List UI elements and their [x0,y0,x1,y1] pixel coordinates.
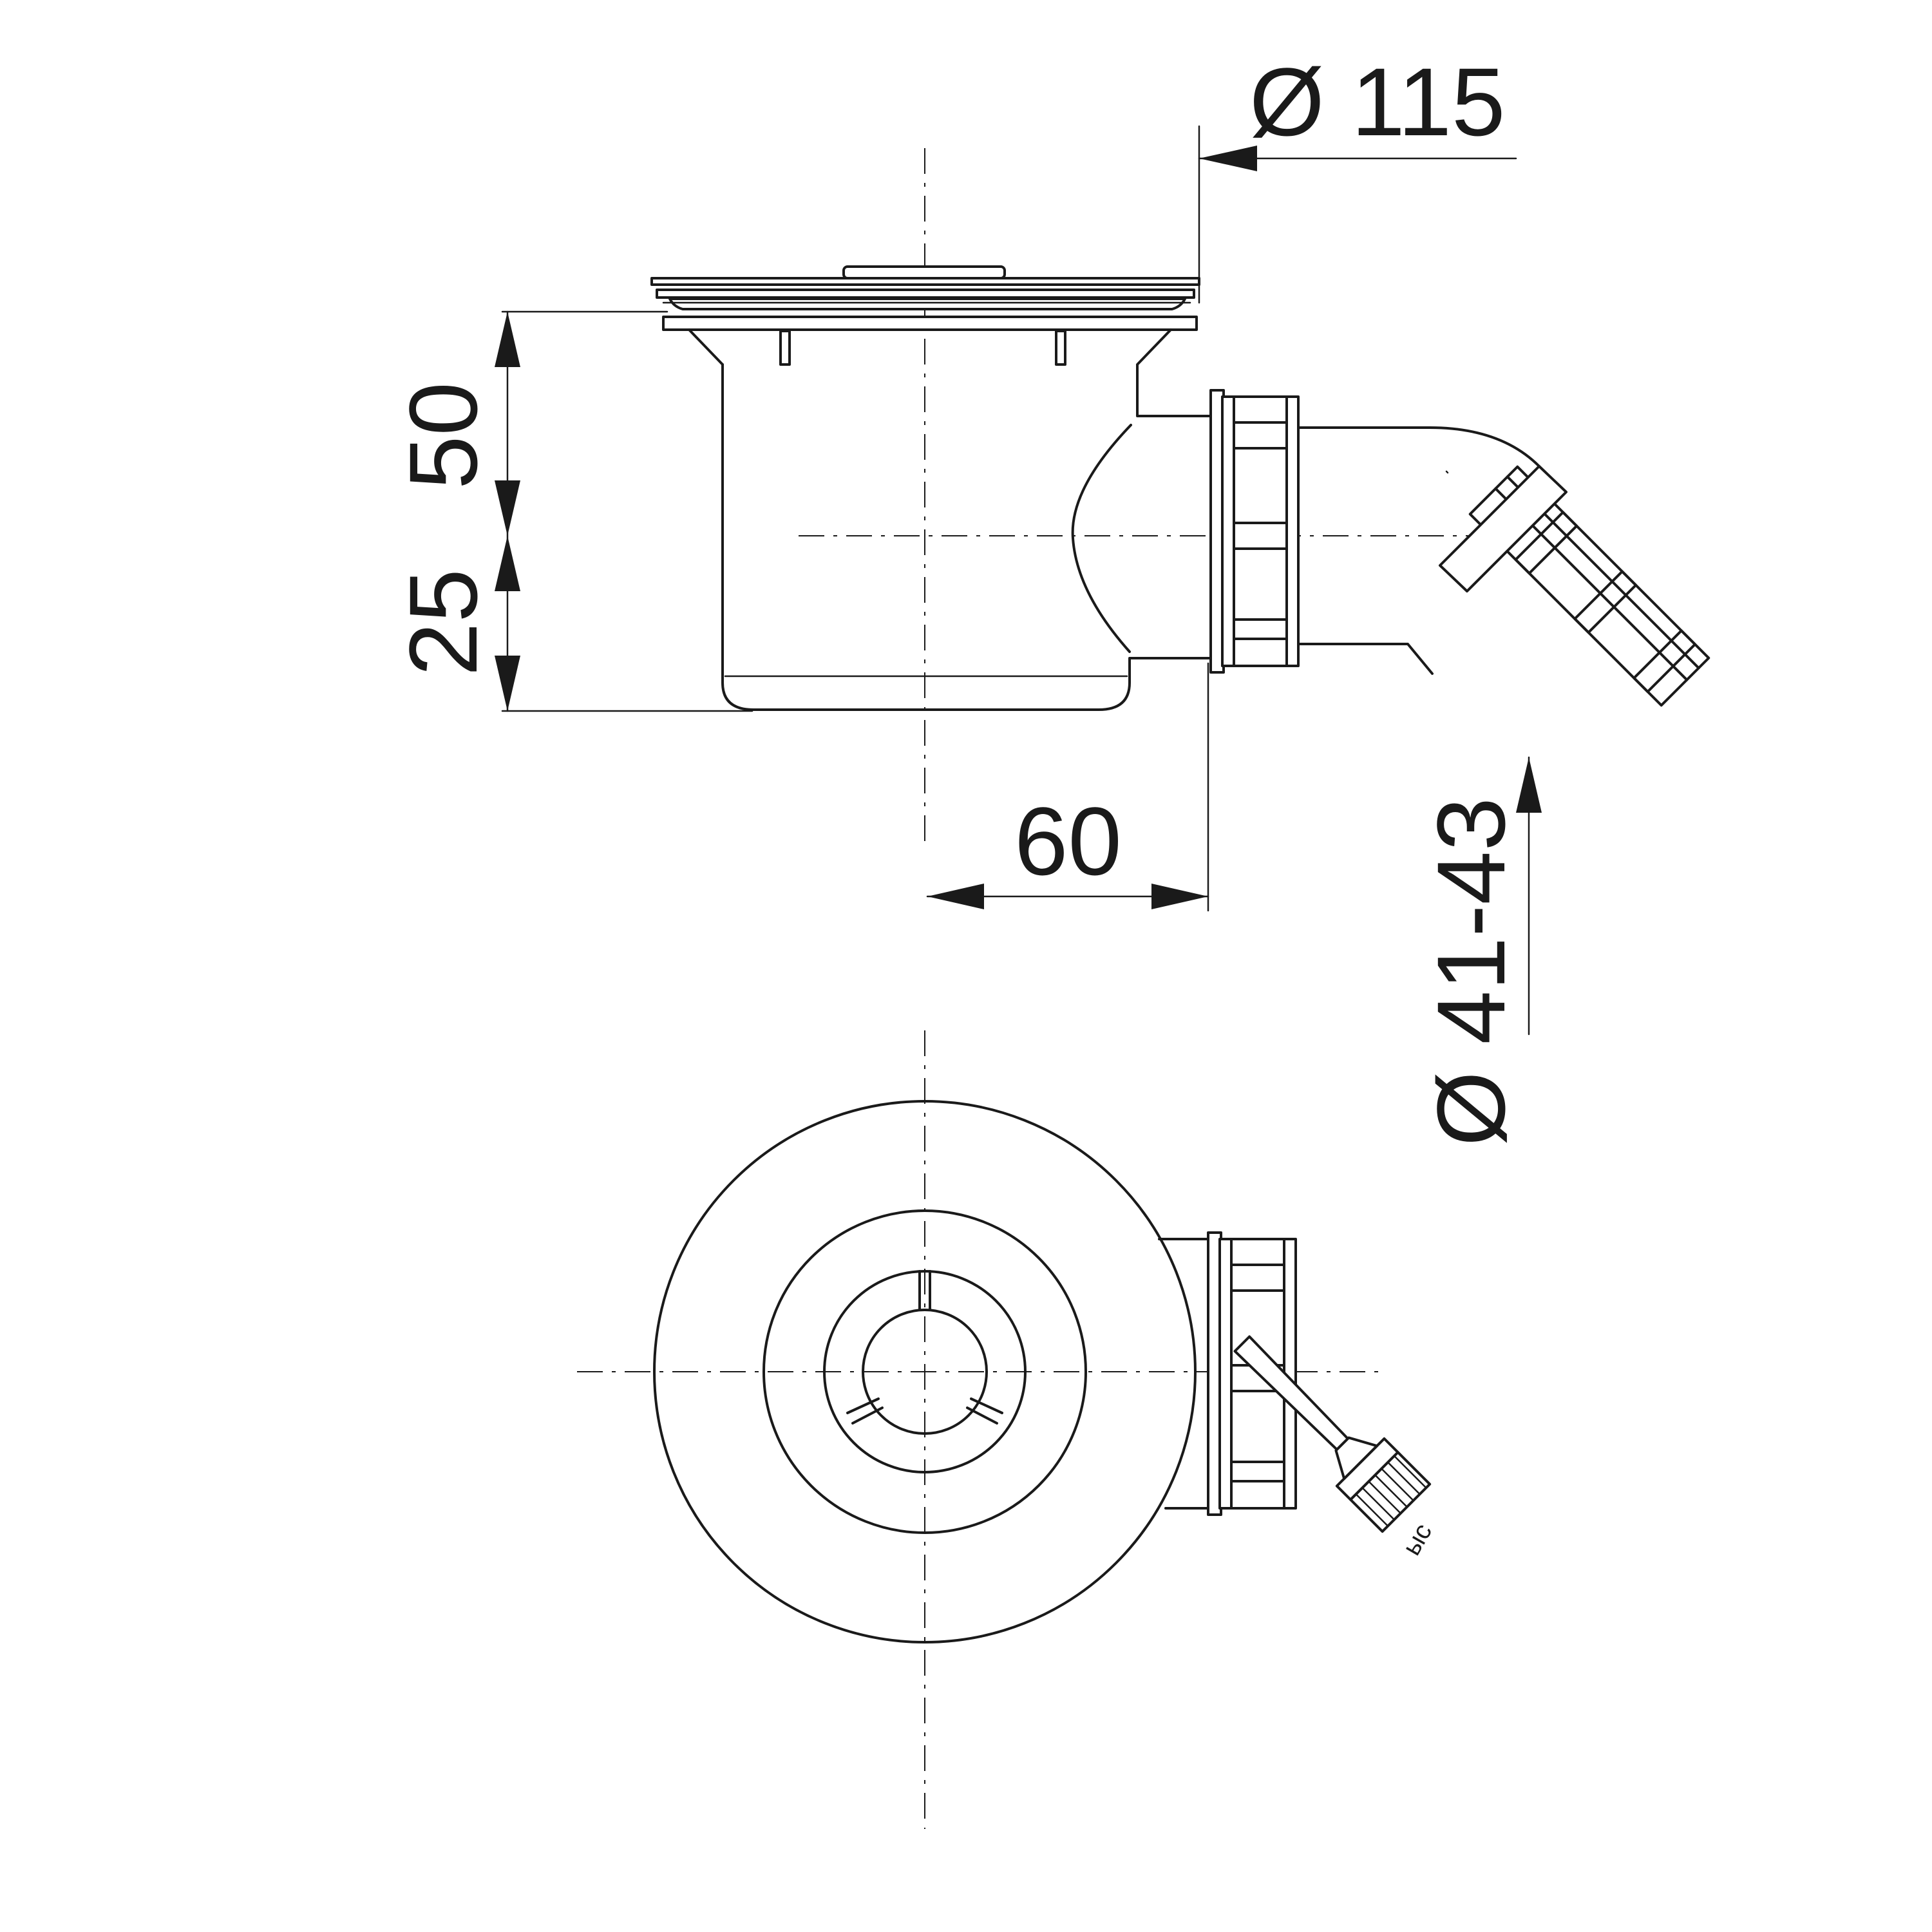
side-view [650,148,1710,844]
dimension-height: 50 25 [389,310,753,712]
drain-grate [650,265,1200,310]
dim-top-diameter-label: Ø 115 [1249,48,1506,156]
dim-outlet-offset-label: 60 [1014,787,1122,895]
drain-neck [1071,424,1132,653]
coupling-nut [1209,389,1300,674]
dimension-outlet-offset: 60 [926,662,1209,912]
drain-bowl [721,363,1212,711]
elbow-outlet [1297,426,1540,675]
brush-label: ыс [1397,1519,1437,1560]
dimension-outlet-diameter: Ø 41-43 [1417,756,1542,1146]
dim-height-upper-label: 50 [389,382,497,489]
drain-flange [662,316,1198,375]
dimension-top-diameter: Ø 115 [1198,48,1517,304]
brush-icon: ыс [1233,1335,1437,1560]
top-view [577,1030,1385,1829]
dim-outlet-diameter-label: Ø 41-43 [1417,797,1525,1146]
dim-height-lower-label: 25 [389,569,497,676]
